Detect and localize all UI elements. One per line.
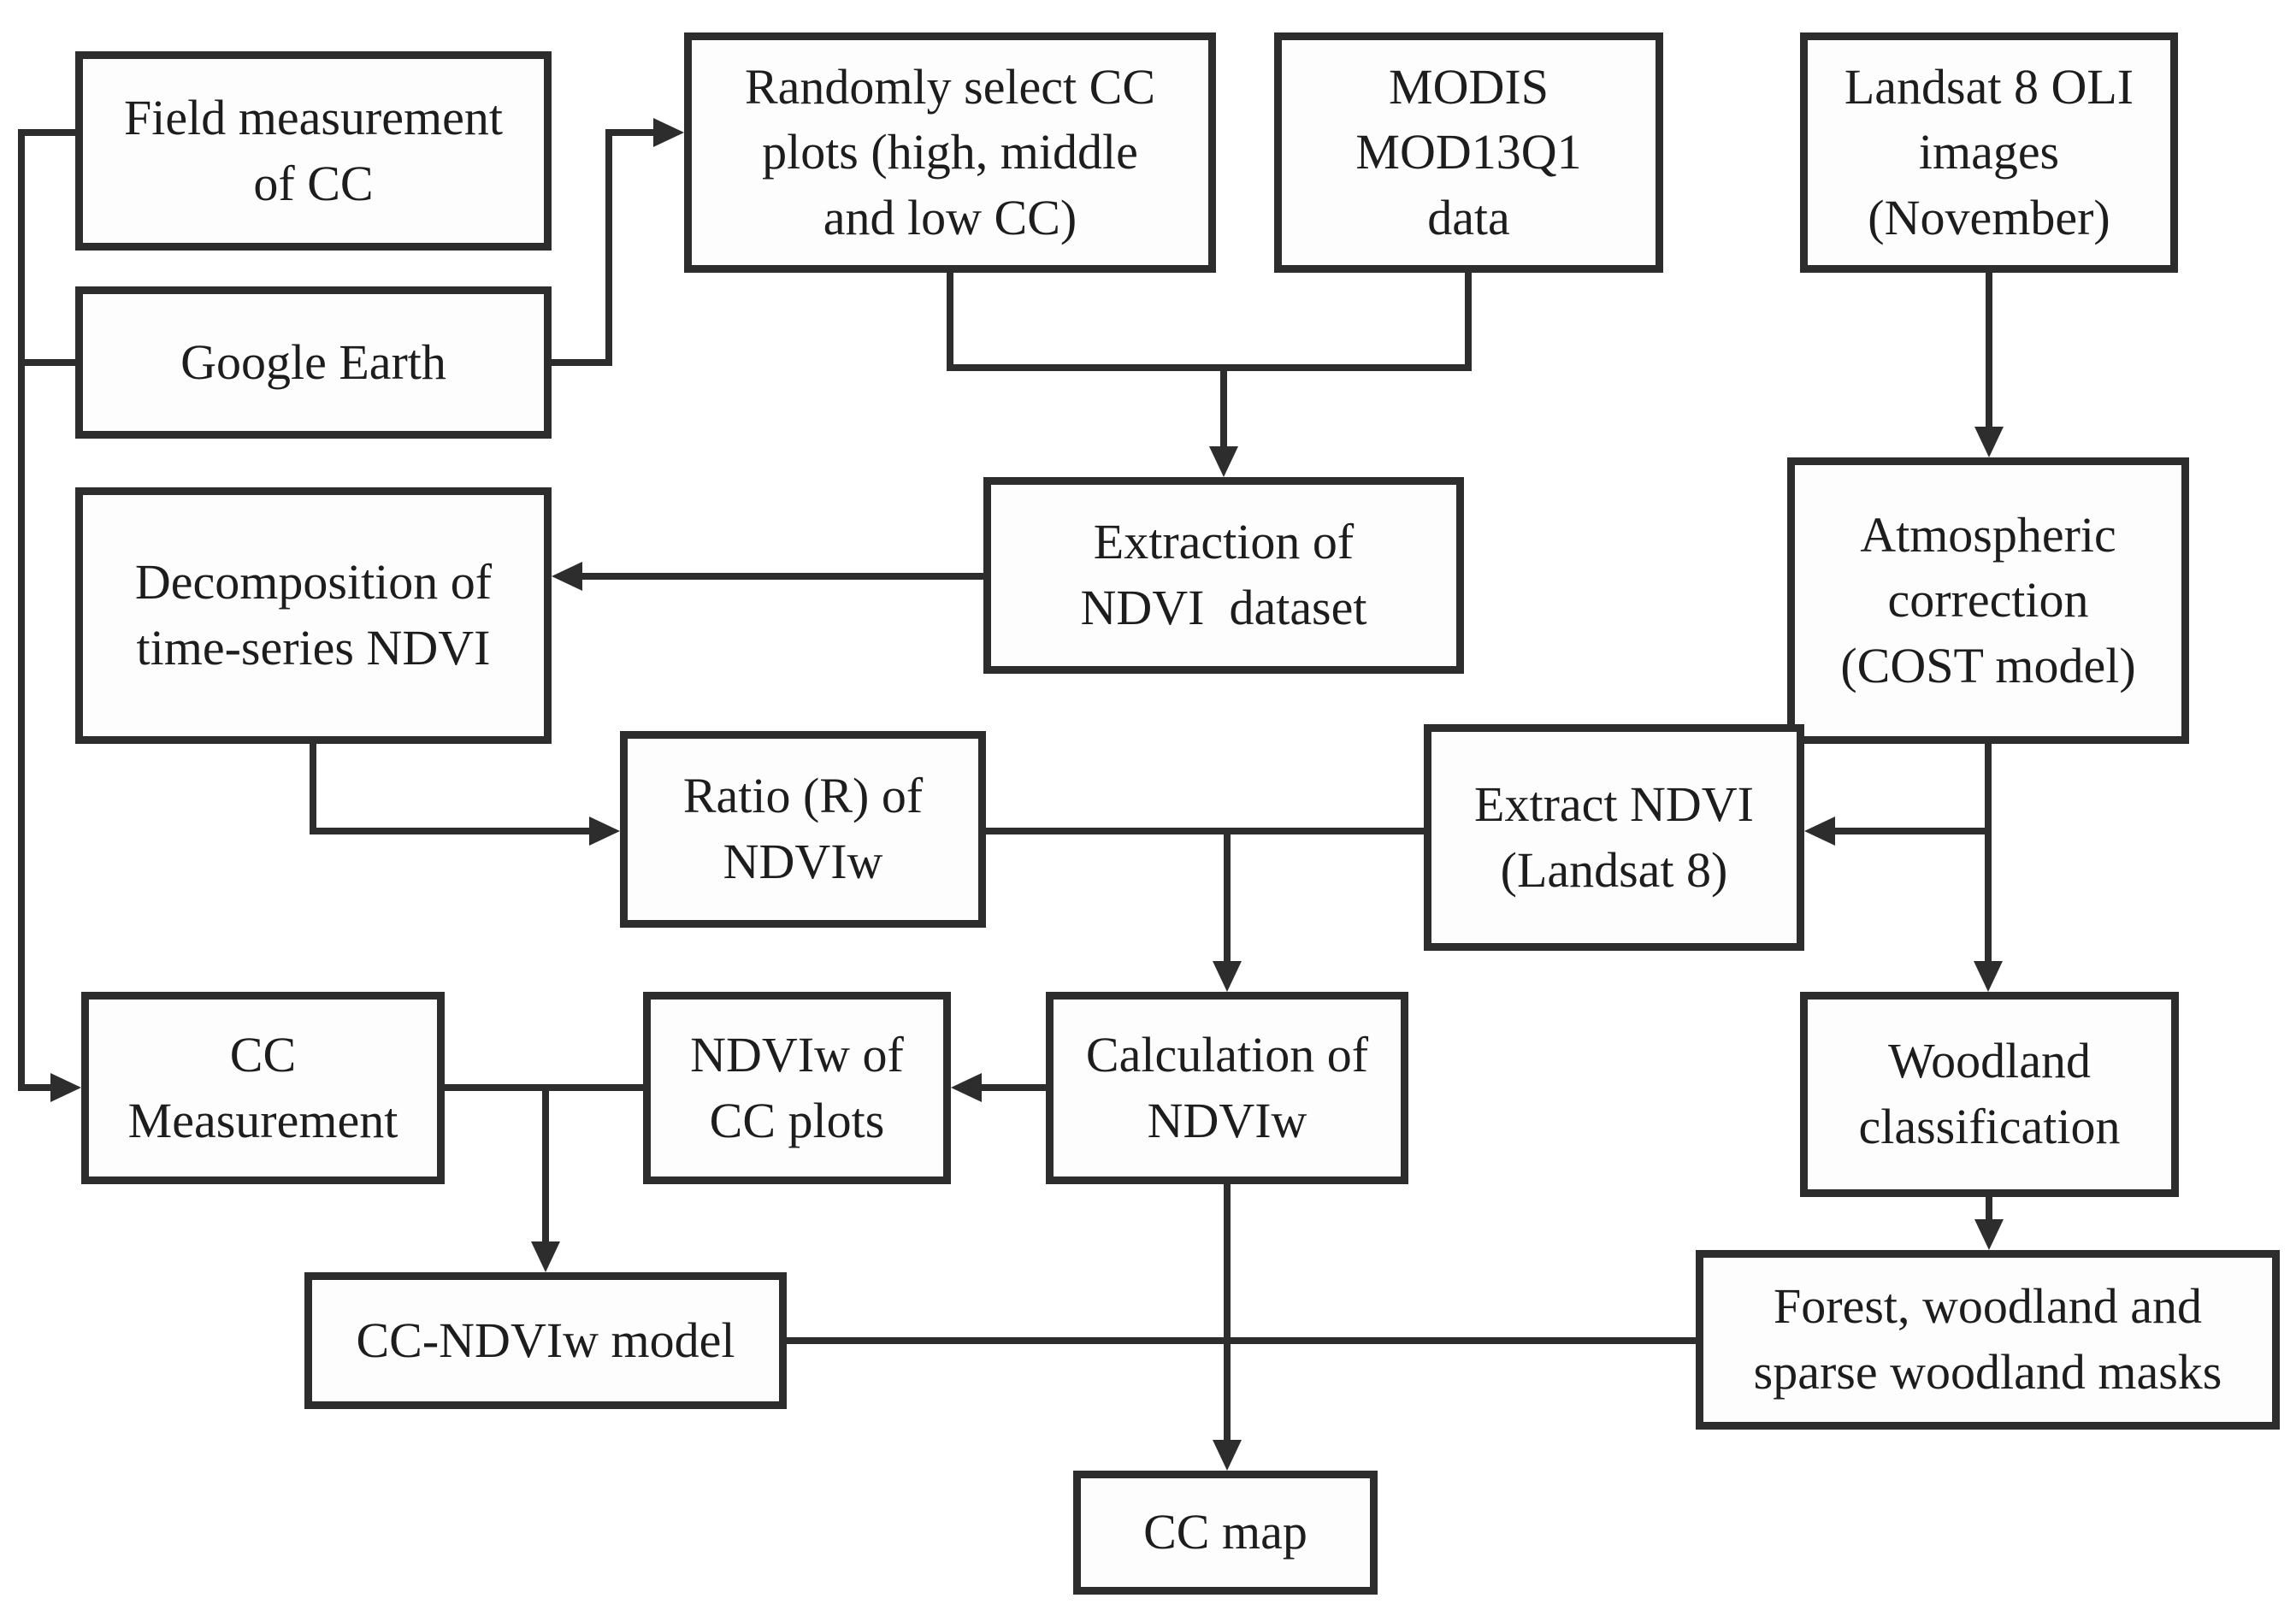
arrowhead-into-ratio (589, 817, 620, 846)
connector-google-up (605, 129, 612, 366)
connector-merge-to-extraction (1220, 364, 1227, 448)
node-extraction-ndvi-dataset: Extraction of NDVI dataset (983, 477, 1464, 674)
connector-cc-measurement-to-ndviw-plots (445, 1084, 643, 1091)
arrowhead-into-woodland (1974, 961, 2003, 992)
node-cc-map: CC map (1073, 1471, 1378, 1595)
connector-google-to-random (605, 129, 657, 136)
connector-decomposition-drop (310, 744, 316, 834)
arrowhead-into-calculation (1213, 961, 1242, 992)
node-atmospheric-correction: Atmospheric correction (COST model) (1787, 457, 2189, 744)
node-cc-measurement: CC Measurement (81, 992, 445, 1184)
node-modis-mod13q1: MODIS MOD13Q1 data (1274, 32, 1663, 273)
arrowhead-into-cc-map (1213, 1440, 1242, 1471)
arrowhead-into-cc-ndviw-model (531, 1241, 560, 1272)
connector-field-to-left-rail (21, 129, 75, 136)
connector-google-right-stub (552, 359, 612, 366)
node-landsat8-oli: Landsat 8 OLI images (November) (1800, 32, 2178, 273)
node-calculation-ndviw-label: Calculation of NDVIw (1085, 1026, 1369, 1148)
node-forest-woodland-masks: Forest, woodland and sparse woodland mas… (1696, 1250, 2280, 1430)
connector-random-drop (947, 273, 953, 371)
arrowhead-into-extraction (1209, 446, 1238, 477)
connector-extraction-to-decomposition (581, 573, 983, 580)
node-google-earth: Google Earth (75, 286, 552, 439)
node-landsat8-oli-label: Landsat 8 OLI images (November) (1844, 58, 2134, 245)
node-decomposition-label: Decomposition of time-series NDVI (134, 554, 493, 675)
connector-atmospheric-drop (1985, 744, 1992, 963)
node-cc-map-label: CC map (1143, 1504, 1307, 1560)
node-google-earth-label: Google Earth (180, 333, 446, 390)
node-extract-ndvi-landsat8: Extract NDVI (Landsat 8) (1424, 724, 1804, 951)
connector-decomposition-to-ratio (310, 828, 591, 834)
node-cc-ndviw-model-label: CC-NDVIw model (356, 1312, 735, 1368)
connector-to-calculation (1224, 834, 1231, 963)
node-ratio-ndviw-label: Ratio (R) of NDVIw (682, 768, 924, 889)
node-extraction-ndvi-dataset-label: Extraction of NDVI dataset (1080, 514, 1367, 635)
node-calculation-ndviw: Calculation of NDVIw (1046, 992, 1408, 1184)
node-randomly-select-cc-plots-label: Randomly select CC plots (high, middle a… (744, 58, 1156, 245)
node-field-measurement-label: Field measurement of CC (124, 89, 503, 211)
arrowhead-into-atmospheric (1974, 427, 2004, 457)
node-forest-woodland-masks-label: Forest, woodland and sparse woodland mas… (1753, 1278, 2222, 1400)
node-randomly-select-cc-plots: Randomly select CC plots (high, middle a… (684, 32, 1216, 273)
node-ndviw-of-cc-plots: NDVIw of CC plots (643, 992, 951, 1184)
node-field-measurement: Field measurement of CC (75, 51, 552, 251)
node-modis-mod13q1-label: MODIS MOD13Q1 data (1355, 58, 1582, 245)
arrowhead-into-cc-measurement (50, 1073, 81, 1102)
node-extract-ndvi-landsat8-label: Extract NDVI (Landsat 8) (1474, 775, 1754, 898)
connector-left-rail (18, 129, 25, 1091)
node-atmospheric-correction-label: Atmospheric correction (COST model) (1840, 506, 2136, 693)
connector-woodland-to-forest-masks (1986, 1197, 1992, 1221)
connector-ratio-to-extract-ndvi (986, 828, 1424, 834)
node-ndviw-of-cc-plots-label: NDVIw of CC plots (690, 1026, 904, 1148)
connector-modis-drop (1465, 273, 1472, 371)
connector-calculation-to-ndviw-plots (980, 1084, 1046, 1091)
node-woodland-classification: Woodland classification (1800, 992, 2179, 1197)
connector-calculation-to-cc-map (1224, 1184, 1231, 1442)
node-cc-ndviw-model: CC-NDVIw model (304, 1272, 787, 1409)
connector-landsat-drop (1986, 273, 1992, 428)
node-woodland-classification-label: Woodland classification (1858, 1033, 2121, 1154)
arrowhead-into-ndviw-plots (951, 1073, 982, 1102)
connector-merge-bar-top (947, 364, 1472, 371)
node-cc-measurement-label: CC Measurement (127, 1026, 398, 1148)
node-ratio-ndviw: Ratio (R) of NDVIw (620, 731, 986, 928)
arrowhead-into-forest-masks (1974, 1219, 2004, 1250)
connector-left-rail-to-cc-measurement (18, 1084, 52, 1091)
arrowhead-into-decomposition (552, 562, 582, 591)
node-decomposition: Decomposition of time-series NDVI (75, 487, 552, 744)
arrowhead-into-randomly-select (653, 118, 684, 147)
connector-to-cc-ndviw-model (542, 1091, 549, 1243)
connector-atmospheric-to-extract-ndvi (1835, 828, 1992, 834)
connector-google-to-left-rail (21, 359, 75, 366)
arrowhead-into-extract-ndvi (1804, 817, 1835, 846)
connector-cc-ndviw-model-to-forest-masks (787, 1337, 1696, 1344)
